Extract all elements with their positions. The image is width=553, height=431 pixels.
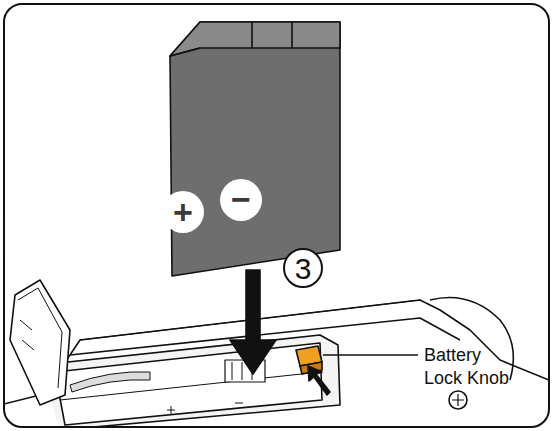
polarity-plus: + (173, 195, 193, 229)
polarity-minus: − (231, 182, 251, 216)
part-label: Battery Lock Knob (424, 344, 524, 389)
callout-number: 3 (295, 254, 312, 284)
